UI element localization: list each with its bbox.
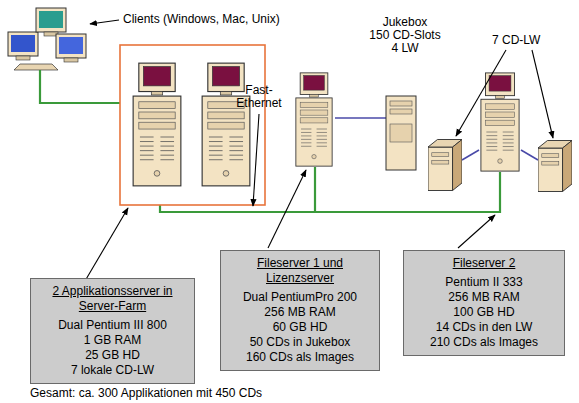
callout-label: Fast-Ethernet <box>230 84 288 110</box>
fileserver <box>481 73 519 171</box>
client-computers <box>8 8 86 70</box>
leader-arrow <box>85 20 553 281</box>
application-server <box>202 63 250 186</box>
caption: Gesamt: ca. 300 Applikationen mit 450 CD… <box>30 386 262 400</box>
spec-line: 160 CDs als Images <box>227 350 373 365</box>
box-heading: Fileserver 1 und Lizenzserver <box>227 256 373 286</box>
spec-line: 100 GB HD <box>410 305 558 320</box>
callout-label: Clients (Windows, Mac, Unix) <box>123 13 298 26</box>
spec-line: Dual PentiumPro 200 <box>227 290 373 305</box>
cd-drive-tower <box>428 140 462 191</box>
spec-line: 210 CDs als Images <box>410 335 558 350</box>
callout-label: Jukebox <box>360 16 450 29</box>
spec-line: 256 MB RAM <box>227 305 373 320</box>
box-heading: Fileserver 2 <box>410 256 558 271</box>
callout-label: 4 LW <box>360 42 450 55</box>
spec-line: 256 MB RAM <box>410 290 558 305</box>
application-server <box>133 63 181 186</box>
cd-drive-tower <box>538 141 572 192</box>
spec-line: 1 GB RAM <box>37 333 188 348</box>
callout-label: 7 CD-LW <box>492 34 552 47</box>
spec-line: 7 lokale CD-LW <box>37 363 188 378</box>
callout-label: 150 CD-Slots <box>360 29 450 42</box>
spec-line: 14 CDs in den LW <box>410 320 558 335</box>
spec-box: 2 Applikationsserver in Server-FarmDual … <box>30 278 195 384</box>
spec-line: Dual Pentium III 800 <box>37 318 188 333</box>
fileserver <box>296 73 332 166</box>
spec-line: Pentium II 333 <box>410 275 558 290</box>
network-line <box>40 70 500 212</box>
server-farm-outline <box>120 45 265 205</box>
spec-line: 60 GB HD <box>227 320 373 335</box>
spec-box: Fileserver 2 Pentium II 333256 MB RAM100 … <box>403 250 565 356</box>
spec-box: Fileserver 1 und LizenzserverDual Pentiu… <box>220 250 380 371</box>
spec-line: 25 GB HD <box>37 348 188 363</box>
box-heading: 2 Applikationsserver in Server-Farm <box>37 284 188 314</box>
spec-line: 50 CDs in Jukebox <box>227 335 373 350</box>
jukebox <box>386 96 416 170</box>
